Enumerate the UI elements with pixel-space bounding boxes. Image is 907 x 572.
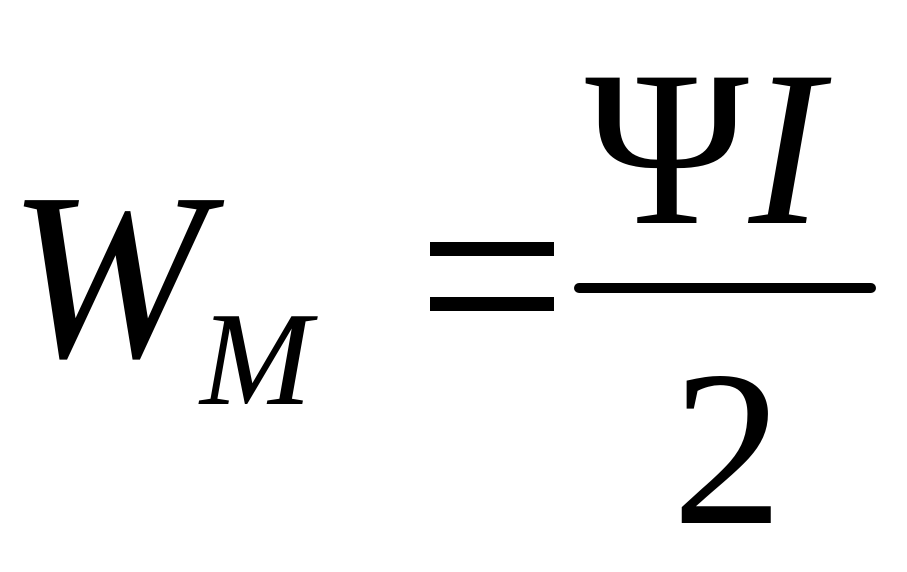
energy-symbol: W <box>8 145 207 408</box>
current-symbol: I <box>748 26 823 272</box>
fraction-bar <box>574 283 876 293</box>
equals-sign-bottom-bar <box>430 297 554 311</box>
fraction-numerator: ΨI <box>585 38 823 260</box>
flux-symbol: Ψ <box>585 26 749 272</box>
fraction-denominator: 2 <box>672 326 783 572</box>
equals-sign-top-bar <box>430 242 554 256</box>
energy-subscript: M <box>200 285 312 433</box>
